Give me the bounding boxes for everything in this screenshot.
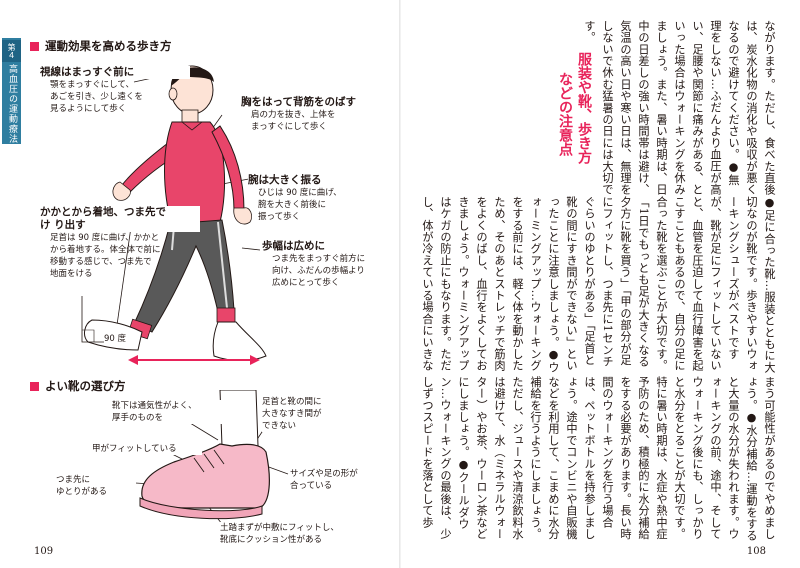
callout-line: 腕を大きく前後に — [258, 200, 327, 210]
callout-line: 向け、ふだんの歩幅より — [272, 266, 365, 276]
chapter-title: 高血圧の運動療法 — [7, 64, 17, 144]
callout-title: 腕は大きく振る — [248, 174, 393, 187]
callout-body: 足首は 90 度に曲げ、かかと から着地する。体全体で前に 移動する感じで、つま… — [40, 232, 200, 280]
section-heading-walking: 運動効果を高める歩き方 — [30, 38, 172, 54]
callout-line: 広めにとって歩く — [272, 278, 340, 288]
callout-line: 肩の力を抜き、上体を — [251, 110, 336, 120]
page-number: 109 — [34, 546, 54, 557]
section-heading-shoes: よい靴の選び方 — [30, 378, 126, 394]
callout-posture: 胸をはって背筋をのばす 肩の力を抜き、上体を まっすぐにして歩く — [241, 96, 391, 133]
label-line: できない — [262, 421, 297, 431]
square-bullet-icon — [30, 381, 39, 391]
label-line: サイズや足の形が — [290, 469, 358, 479]
callout-gaze: 視線はまっすぐ前に 顎をまっすぐにして、 あごを引き、少し遠くを 見るようにして… — [40, 66, 190, 115]
label-line: 靴底にクッション性がある — [220, 535, 323, 545]
shoe-label-arch: 土踏まずが中敷にフィットし、 靴底にクッション性がある — [220, 522, 390, 546]
callout-body: 肩の力を抜き、上体を まっすぐにして歩く — [241, 109, 391, 133]
callout-body: ひじは 90 度に曲げ、 腕を大きく前後に 振って歩く — [248, 187, 393, 223]
walking-man-illustration — [81, 65, 267, 365]
gutter-divider — [399, 0, 401, 568]
callout-line: あごを引き、少し遠くを — [50, 92, 143, 102]
shoe-label-instep: 甲がフィットしている — [92, 443, 202, 455]
shoe-illustration — [117, 390, 289, 525]
callout-stride: 歩幅は広めに つま先をまっすぐ前方に 向け、ふだんの歩幅より 広めにとって歩く — [262, 240, 397, 289]
shoe-label-socks: 靴下は通気性がよく、 厚手のものを — [112, 400, 222, 424]
label-line: 土踏まずが中敷にフィットし、 — [220, 523, 339, 533]
label-line: 甲がフィットしている — [92, 444, 177, 454]
angle-label: 90 度 — [104, 332, 127, 344]
subheading-clothing-line2: などの注意点 — [555, 72, 574, 192]
callout-line: まっすぐにして歩く — [251, 122, 327, 132]
callout-line: ひじは 90 度に曲げ、 — [258, 188, 342, 198]
callout-line: 地面をける — [50, 269, 93, 279]
label-line: 大きなすき間が — [262, 409, 322, 419]
left-page: 第４章 高血圧の運動療法 運動効果を高める歩き方 — [2, 38, 397, 557]
callout-title: 歩幅は広めに — [262, 240, 397, 253]
callout-body: つま先をまっすぐ前方に 向け、ふだんの歩幅より 広めにとって歩く — [262, 253, 397, 289]
label-line: 厚手のものを — [112, 413, 164, 423]
body-text-band-3: まう可能性があるのでやめましょう。●水分補給…運動をすると大量の水分が失われます… — [422, 376, 776, 542]
callout-line: から着地する。体全体で前に — [50, 245, 161, 255]
body-text-band-1: ながります。ただし、食べた直後は、炭水化物の消化や吸収が悪くなるので避けてくださ… — [583, 20, 776, 196]
callout-arm-swing: 腕は大きく振る ひじは 90 度に曲げ、 腕を大きく前後に 振って歩く — [248, 174, 393, 223]
label-line: 靴下は通気性がよく、 — [112, 401, 197, 411]
callout-body: 顎をまっすぐにして、 あごを引き、少し遠くを 見るようにして歩く — [40, 79, 190, 115]
chapter-number: 第４章 — [2, 40, 21, 62]
square-bullet-icon — [30, 41, 39, 51]
callout-line: 見るようにして歩く — [50, 104, 127, 114]
callout-title: かかとから着地、つま先で — [40, 206, 200, 219]
label-line: つま先に — [56, 475, 91, 485]
callout-line: つま先をまっすぐ前方に — [272, 254, 366, 264]
label-line: ゆとりがある — [56, 487, 108, 497]
callout-title: 胸をはって背筋をのばす — [241, 96, 391, 109]
label-line: 足首と靴の間に — [262, 397, 322, 407]
callout-heel-strike: かかとから着地、つま先で け り出す 足首は 90 度に曲げ、かかと から着地す… — [40, 206, 200, 280]
page-number: 108 — [746, 546, 766, 557]
shoe-label-ankle-gap: 足首と靴の間に 大きなすき間が できない — [262, 396, 372, 432]
section-title: よい靴の選び方 — [45, 379, 126, 393]
shoe-label-toe-room: つま先に ゆとりがある — [56, 474, 136, 498]
callout-title-line2: け り出す — [40, 219, 200, 232]
section-title: 運動効果を高める歩き方 — [45, 39, 172, 53]
callout-title: 視線はまっすぐ前に — [40, 66, 190, 79]
callout-line: 移動する感じで、つま先で — [50, 257, 152, 267]
right-page: ながります。ただし、食べた直後は、炭水化物の消化や吸収が悪くなるので避けてくださ… — [400, 0, 800, 568]
body-text-band-2: ●足に合った靴…服装とともに大切なのが靴です。歩きやすいウォーキングシューズがベ… — [422, 196, 776, 374]
label-line: 合っている — [290, 481, 333, 491]
callout-line: 振って歩く — [258, 212, 301, 222]
callout-line: 顎をまっすぐにして、 — [50, 80, 134, 90]
subheading-clothing: 服装や靴、歩き方 — [574, 52, 593, 172]
shoe-label-size: サイズや足の形が 合っている — [290, 468, 395, 492]
chapter-tab: 第４章 高血圧の運動療法 — [2, 38, 21, 144]
callout-line: 足首は 90 度に曲げ、かかと — [50, 233, 160, 243]
